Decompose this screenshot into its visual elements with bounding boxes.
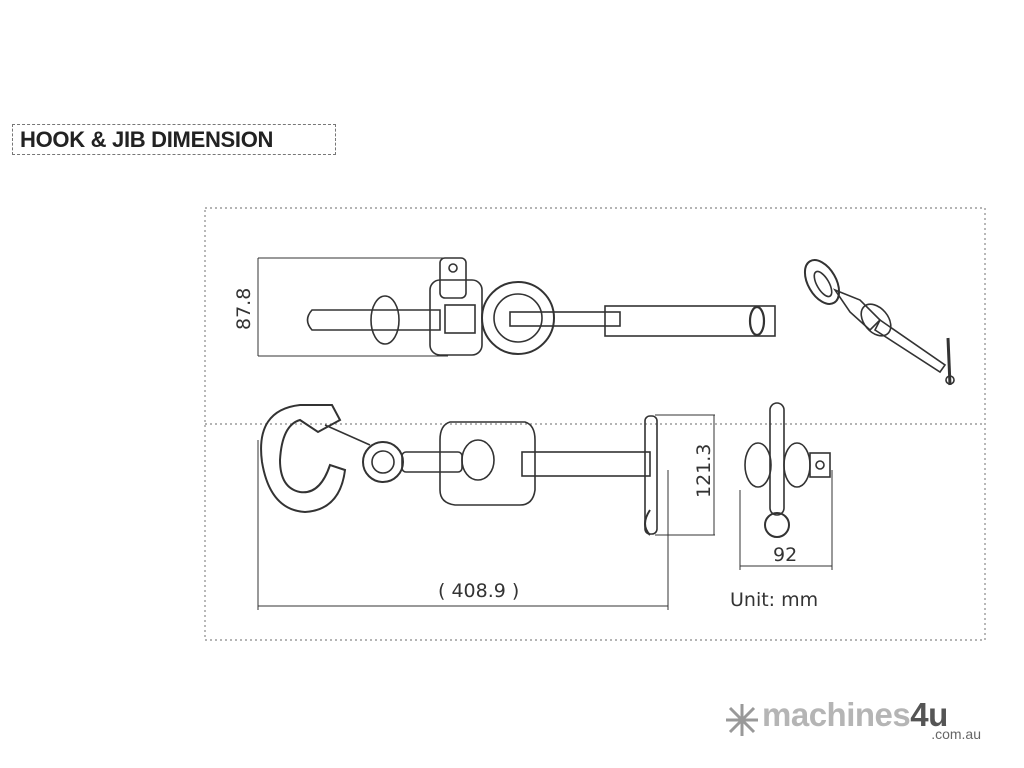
section-title: HOOK & JIB DIMENSION	[12, 124, 336, 155]
dimension-length: ( 408.9 )	[438, 580, 519, 602]
perspective-view	[803, 259, 955, 386]
dimension-height-top: 87.8	[233, 288, 255, 330]
unit-label: Unit: mm	[730, 589, 818, 611]
logo-domain: .com.au	[931, 726, 981, 742]
logo-accent: 4u	[910, 696, 948, 733]
logo-name: machines	[762, 696, 911, 733]
snowflake-logo-icon	[726, 704, 758, 736]
end-view-hook	[744, 402, 831, 538]
dimension-lines	[257, 414, 833, 610]
side-view-hook	[260, 404, 658, 536]
drawing-frame	[204, 207, 986, 641]
machines4u-logo: machines4u .com.au	[724, 696, 989, 746]
dimension-height-side: 121.3	[693, 444, 715, 498]
dimension-width: 92	[773, 544, 797, 566]
top-view-hook	[257, 257, 776, 357]
